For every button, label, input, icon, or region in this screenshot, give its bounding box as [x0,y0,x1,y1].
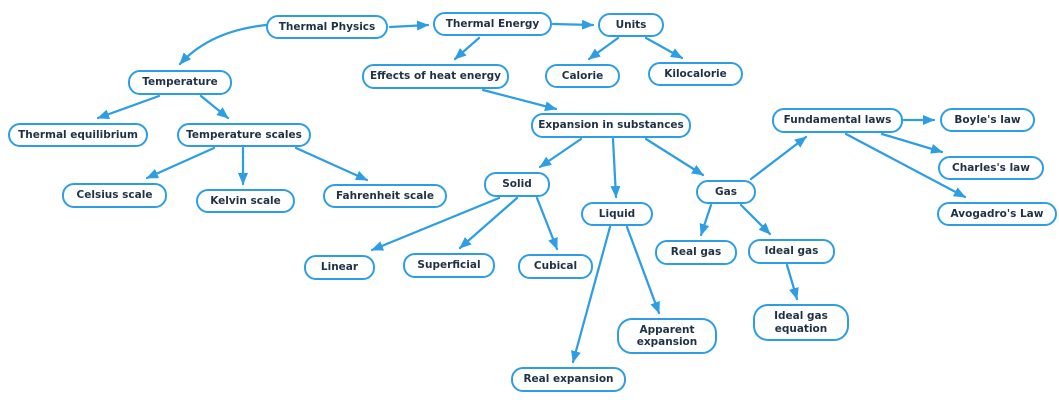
edge-units-to-calorie [587,36,620,61]
node-thermal-equilibrium[interactable]: Thermal equilibrium [8,123,148,147]
edge-solid-to-linear [370,196,501,252]
edge-expansion-in-substances-to-gas [644,137,705,177]
edge-thermal-physics-to-temperature [178,23,268,66]
edge-temperature-scales-to-fahrenheit-scale [294,146,369,182]
edge-thermal-energy-to-units [551,19,595,30]
node-kelvin-scale[interactable]: Kelvin scale [196,189,295,213]
node-ideal-gas[interactable]: Ideal gas [748,239,835,264]
node-charless-law[interactable]: Charles's law [938,156,1044,180]
node-celsius-scale[interactable]: Celsius scale [62,183,167,208]
edge-gas-to-real-gas [699,203,713,237]
edge-thermal-physics-to-thermal-energy [388,20,430,31]
node-apparent-expansion[interactable]: Apparent expansion [617,318,717,354]
node-liquid[interactable]: Liquid [581,202,653,226]
edge-temperature-to-thermal-equilibrium [96,94,161,120]
edge-fundamental-laws-to-avogadros-law [844,132,967,199]
node-avogadros-law[interactable]: Avogadro's Law [937,202,1057,226]
node-fahrenheit-scale[interactable]: Fahrenheit scale [323,184,447,208]
edge-liquid-to-apparent-expansion [625,225,661,315]
node-units[interactable]: Units [598,13,664,37]
node-thermal-physics[interactable]: Thermal Physics [266,15,388,39]
edge-thermal-energy-to-effects-of-heat-energy [453,36,481,61]
node-kilocalorie[interactable]: Kilocalorie [648,62,743,86]
edge-effects-of-heat-energy-to-expansion-in-substances [481,88,558,112]
edge-temperature-to-temperature-scales [199,94,230,120]
node-effects-of-heat-energy[interactable]: Effects of heat energy [362,64,509,89]
edge-units-to-kilocalorie [644,36,684,60]
edge-temperature-scales-to-celsius-scale [145,146,216,180]
edge-gas-to-fundamental-laws [749,135,808,181]
node-expansion-in-substances[interactable]: Expansion in substances [531,113,691,138]
node-real-expansion[interactable]: Real expansion [511,367,626,392]
node-fundamental-laws[interactable]: Fundamental laws [772,108,903,133]
edge-gas-to-ideal-gas [739,203,772,236]
node-ideal-gas-equation[interactable]: Ideal gas equation [753,304,849,341]
node-gas[interactable]: Gas [696,180,756,204]
node-temperature[interactable]: Temperature [128,70,232,95]
edge-expansion-in-substances-to-liquid [610,137,621,199]
edge-fundamental-laws-to-charless-law [880,132,944,154]
node-cubical[interactable]: Cubical [518,254,593,279]
node-linear[interactable]: Linear [304,255,375,280]
node-real-gas[interactable]: Real gas [655,240,737,265]
edge-solid-to-cubical [535,196,559,251]
edge-solid-to-superficial [458,196,519,250]
node-temperature-scales[interactable]: Temperature scales [177,123,311,147]
edge-ideal-gas-to-ideal-gas-equation [785,263,799,301]
node-calorie[interactable]: Calorie [545,64,620,88]
node-superficial[interactable]: Superficial [403,253,495,278]
node-thermal-energy[interactable]: Thermal Energy [433,12,552,36]
edge-liquid-to-real-expansion [571,225,612,364]
node-boyles-law[interactable]: Boyle's law [940,108,1035,132]
node-solid[interactable]: Solid [484,172,550,197]
edge-expansion-in-substances-to-solid [538,137,583,169]
